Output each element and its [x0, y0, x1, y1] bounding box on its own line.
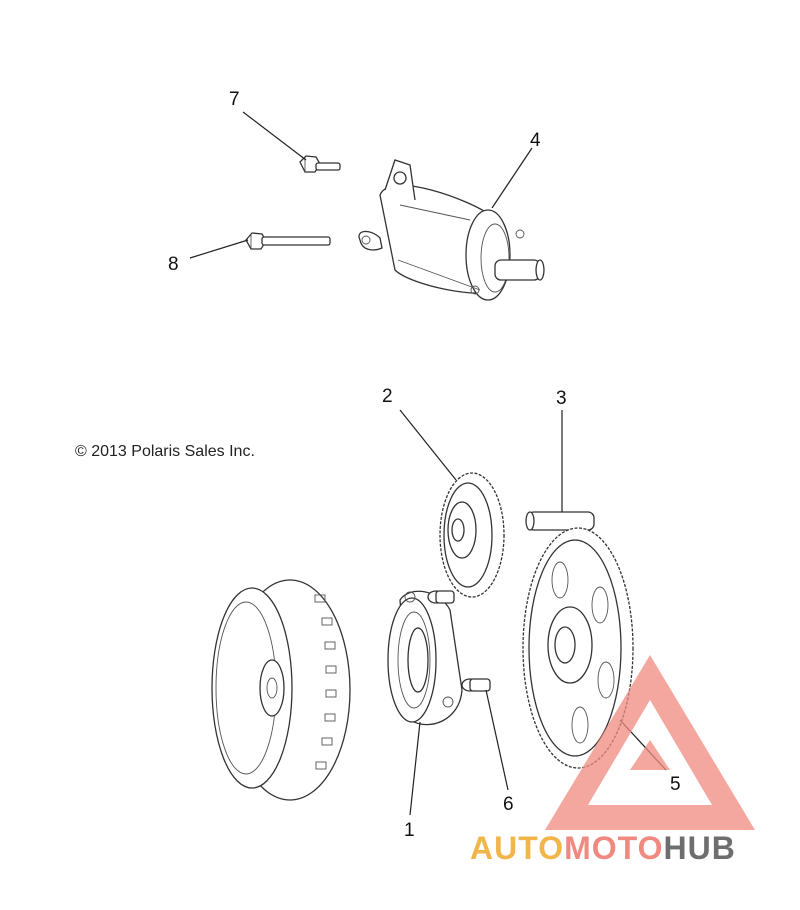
part-7-flange-bolt: [299, 155, 341, 173]
callout-1: 1: [404, 820, 415, 841]
leader-lines: [189, 111, 667, 816]
callout-8: 8: [168, 254, 179, 275]
part-8-long-bolt: [245, 232, 331, 250]
watermark-moto: MOTO: [564, 830, 664, 866]
part-5-starter-gear: [522, 527, 634, 769]
callout-3: 3: [556, 388, 567, 409]
callout-4: 4: [530, 130, 541, 151]
flywheel: [211, 579, 351, 801]
part-3-shaft: [525, 511, 595, 531]
watermark-logo: [545, 655, 755, 830]
callout-7: 7: [229, 89, 240, 110]
watermark-auto: AUTO: [470, 830, 565, 866]
callout-2: 2: [382, 386, 393, 407]
copyright-text: © 2013 Polaris Sales Inc.: [75, 443, 255, 460]
callout-6: 6: [503, 794, 514, 815]
part-1-starter-clutch: [387, 590, 463, 726]
callout-5: 5: [670, 774, 681, 795]
part-6-bolts: [427, 590, 491, 692]
watermark-text: AUTOMOTOHUB: [470, 830, 736, 867]
part-4-starter-motor: [358, 159, 545, 301]
watermark-hub: HUB: [663, 830, 736, 866]
part-2-idler-gear: [439, 472, 505, 598]
